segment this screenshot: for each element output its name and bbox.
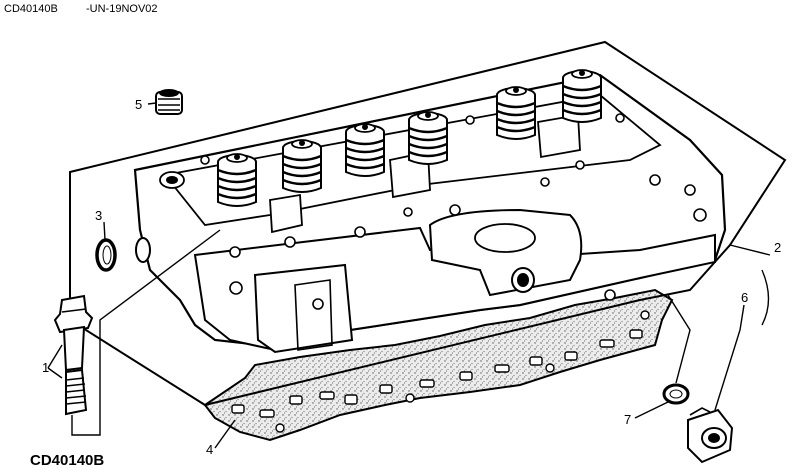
figure-label: CD40140B xyxy=(30,452,105,469)
cylinder-head xyxy=(133,73,727,354)
head-gasket xyxy=(203,288,674,442)
callout-3: 3 xyxy=(95,208,102,223)
callout-6: 6 xyxy=(741,290,748,305)
plug-5 xyxy=(155,89,183,115)
head-bolts-1 xyxy=(53,294,94,416)
document-code-right: -UN-19NOV02 xyxy=(86,3,158,15)
leader-lines xyxy=(47,102,771,449)
o-ring-3 xyxy=(95,238,117,272)
document-code-left: CD40140B xyxy=(4,3,58,15)
callout-2: 2 xyxy=(774,240,781,255)
callout-4: 4 xyxy=(206,442,213,457)
sealing-ring-7 xyxy=(662,383,690,405)
plug-6 xyxy=(687,407,734,464)
callout-7: 7 xyxy=(624,412,631,427)
callout-5: 5 xyxy=(135,97,142,112)
callout-1: 1 xyxy=(42,360,49,375)
assembly-frame xyxy=(69,40,787,407)
